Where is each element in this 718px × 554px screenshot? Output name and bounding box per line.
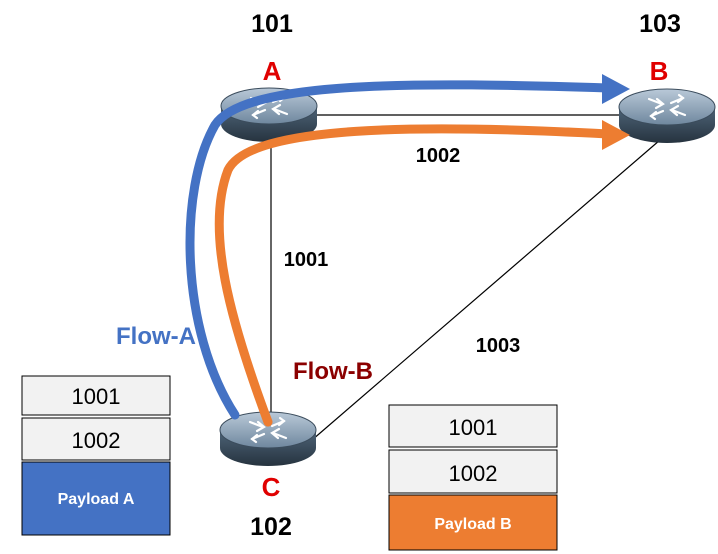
flow-a-path xyxy=(185,80,613,420)
stack-b-label-1-box xyxy=(388,404,558,448)
stack-a-label-2: 1002 xyxy=(72,428,121,453)
link-a-c-label: 1001 xyxy=(284,249,329,271)
node-c-id: 102 xyxy=(250,513,292,541)
stack-b-payload-box xyxy=(388,494,558,551)
stack-a-payload: Payload A xyxy=(58,491,135,508)
stack-a-label-1-box xyxy=(21,375,171,416)
label-stack-a: 1001 1002 Payload A xyxy=(21,375,171,536)
node-b-id: 103 xyxy=(639,10,681,38)
link-c-b-label: 1003 xyxy=(476,335,521,357)
link-a-b-label: 1002 xyxy=(416,145,461,167)
stack-b-label-2: 1002 xyxy=(449,461,498,486)
stack-a-payload-box xyxy=(21,461,171,536)
flow-a-arrowhead xyxy=(602,74,630,104)
stack-a-label-2-box xyxy=(21,417,171,461)
stack-b-payload: Payload B xyxy=(434,516,511,533)
flow-b-label: Flow-B xyxy=(293,358,373,385)
stack-a-label-1: 1001 xyxy=(72,384,121,409)
node-a-id: 101 xyxy=(251,10,293,38)
flow-b-path xyxy=(214,124,613,427)
flow-a-label: Flow-A xyxy=(116,323,196,350)
router-icon xyxy=(617,87,717,145)
stack-b-label-2-box xyxy=(388,449,558,494)
link-c-b xyxy=(311,139,661,441)
flow-b-arrowhead xyxy=(602,120,630,150)
node-b-letter: B xyxy=(650,56,669,86)
node-c-letter: C xyxy=(262,472,281,502)
node-a-letter: A xyxy=(263,56,282,86)
stack-b-label-1: 1001 xyxy=(449,415,498,440)
label-stack-b: 1001 1002 Payload B xyxy=(388,404,558,551)
